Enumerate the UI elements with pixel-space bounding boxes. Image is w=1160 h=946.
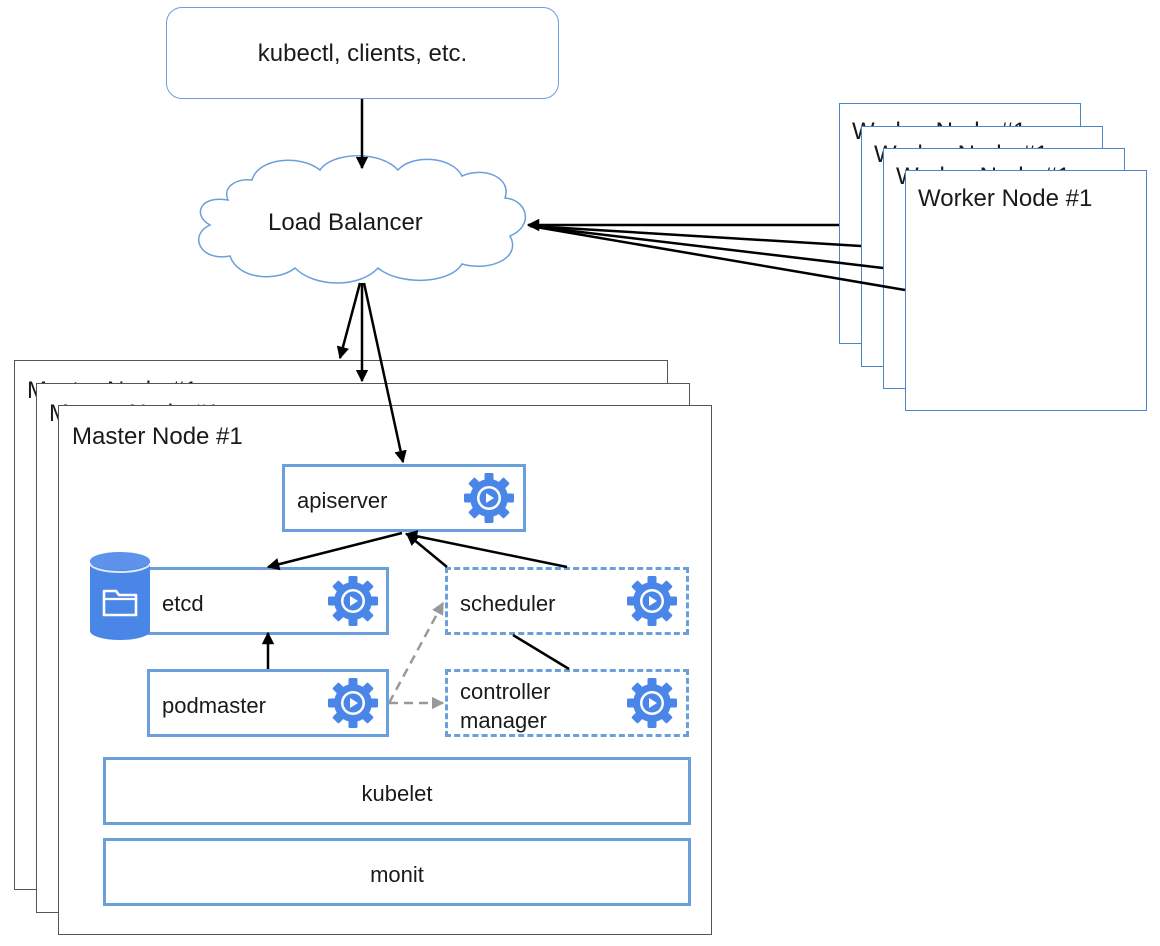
kubelet-label: kubelet (361, 781, 433, 806)
arrow-worker2-to-lb (529, 224, 884, 270)
gear-play-icon (328, 576, 378, 626)
gear-play-icon (627, 576, 677, 626)
load-balancer-label: Load Balancer (268, 209, 423, 236)
database-folder-icon (89, 552, 151, 640)
controller-manager-label-line1: controller (460, 679, 551, 704)
etcd-box: etcd (143, 567, 389, 635)
apiserver-box: apiserver (282, 464, 526, 532)
gear-play-icon (328, 678, 378, 728)
apiserver-label: apiserver (297, 488, 388, 513)
gear-play-icon (464, 473, 514, 523)
scheduler-label: scheduler (460, 591, 556, 616)
gear-play-icon (627, 678, 677, 728)
monit-box: monit (103, 838, 691, 906)
etcd-label: etcd (162, 591, 204, 616)
kubelet-box: kubelet (103, 757, 691, 825)
clients-label: kubectl, clients, etc. (257, 40, 468, 67)
podmaster-label: podmaster (162, 693, 266, 718)
arrow-lb-to-master3 (336, 282, 362, 360)
arrow-worker3-to-lb (529, 224, 862, 248)
podmaster-box: podmaster (147, 669, 389, 737)
master-node-1-title: Master Node #1 (72, 423, 243, 450)
worker-node-1-title: Worker Node #1 (918, 185, 1093, 212)
worker-node-1: Worker Node #1 (905, 170, 1147, 411)
monit-label: monit (370, 862, 424, 887)
clients-box: kubectl, clients, etc. (166, 7, 559, 99)
scheduler-box: scheduler (445, 567, 689, 635)
controller-manager-label-line2: manager (460, 708, 547, 733)
controller-manager-box: controller manager (445, 669, 689, 737)
